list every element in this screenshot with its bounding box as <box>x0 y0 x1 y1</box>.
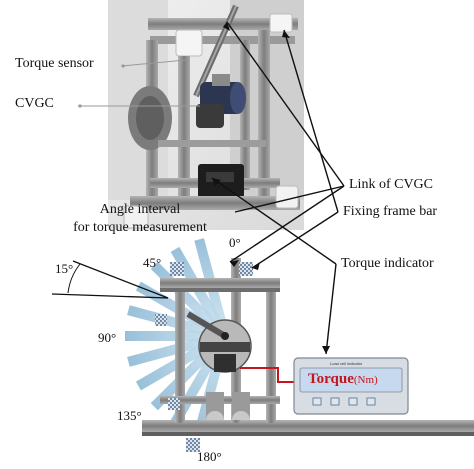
indicator-unit: (Nm) <box>353 374 378 386</box>
indicator-screen-text: Torque(Nm) <box>308 371 378 388</box>
torque-indicator-device <box>293 357 409 415</box>
label-angle-interval-line1: Angle interval <box>99 202 181 217</box>
label-link-of-cvgc: Link of CVGC <box>349 177 433 192</box>
label-angle-90: 90° <box>98 330 117 345</box>
label-torque-indicator: Torque indicator <box>341 256 434 271</box>
label-angle-180: 180° <box>197 449 222 464</box>
label-angle-interval-line2: for torque measurement <box>73 220 207 235</box>
frame-schematic <box>142 258 474 436</box>
label-cvgc: CVGC <box>15 96 54 111</box>
leader-lines <box>78 21 345 355</box>
apparatus-photo <box>108 0 304 230</box>
signal-cable <box>240 367 298 383</box>
label-angle-0: 0° <box>229 235 241 250</box>
label-angle-45: 45° <box>143 255 162 270</box>
label-angle-135: 135° <box>117 408 142 423</box>
label-torque-sensor: Torque sensor <box>15 56 94 71</box>
label-fixing-frame-bar: Fixing frame bar <box>343 204 438 219</box>
indicator-header: Load cell indicator <box>330 361 363 366</box>
angle-markers <box>155 262 253 452</box>
angle-interval-wedge <box>51 260 169 299</box>
indicator-main-label: Torque <box>308 371 354 387</box>
label-angle-15: 15° <box>55 261 74 276</box>
